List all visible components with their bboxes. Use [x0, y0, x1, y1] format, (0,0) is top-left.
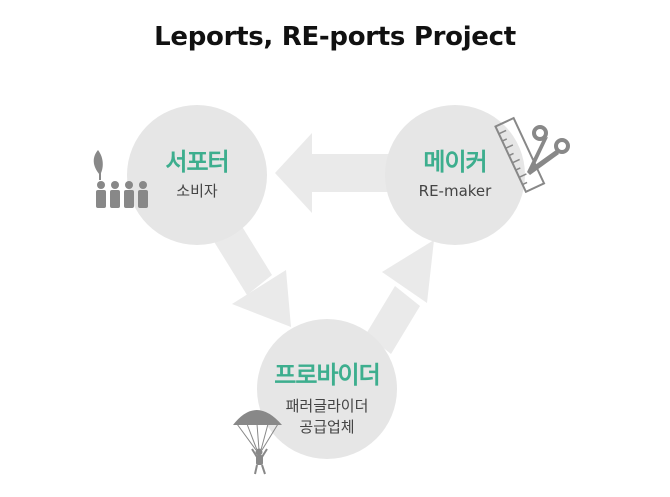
arrow-supporter-to-provider	[213, 220, 291, 327]
provider-node: 프로바이더 패러글라이더 공급업체	[247, 355, 407, 438]
arrow-provider-to-maker	[366, 240, 434, 354]
consumers-with-plant-icon	[93, 150, 148, 208]
supporter-node: 서포터 소비자	[127, 142, 267, 202]
provider-label: 프로바이더	[274, 361, 380, 389]
supporter-sublabel: 소비자	[176, 182, 218, 200]
maker-node: 메이커 RE-maker	[385, 142, 525, 202]
provider-sublabel-line2: 공급업체	[299, 418, 355, 436]
supporter-label: 서포터	[165, 148, 229, 176]
ruler-and-scissors-icon	[494, 116, 570, 194]
maker-circle	[385, 105, 525, 245]
maker-label: 메이커	[423, 148, 487, 176]
paraglider-icon	[233, 410, 282, 475]
supporter-circle	[127, 105, 267, 245]
provider-circle	[257, 319, 397, 459]
maker-sublabel: RE-maker	[418, 182, 492, 200]
page-title: Leports, RE-ports Project	[154, 22, 516, 52]
provider-sublabel-line1: 패러글라이더	[285, 397, 369, 415]
